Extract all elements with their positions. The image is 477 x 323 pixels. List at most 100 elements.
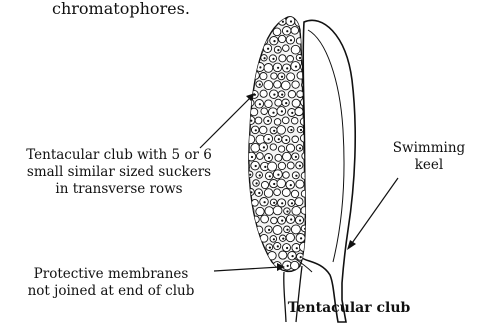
membranes-label-line-2: not joined at end of club [12, 283, 210, 300]
sucker-center [273, 130, 275, 132]
sucker [241, 72, 249, 80]
membranes-label-line-1: Protective membranes [12, 266, 210, 283]
sucker [292, 206, 301, 215]
sucker [277, 126, 286, 135]
sucker-center [292, 255, 294, 257]
sucker-center [254, 21, 256, 23]
sucker [259, 126, 267, 134]
sucker [247, 63, 254, 70]
sucker-center [281, 76, 283, 78]
sucker [246, 28, 254, 36]
sucker-center [295, 156, 297, 158]
club-label: Tentacular club with 5 or 6 small simila… [8, 147, 230, 198]
sucker [271, 73, 277, 79]
sucker-center [277, 174, 279, 176]
sucker [256, 207, 264, 215]
sucker-center [295, 66, 297, 68]
sucker [286, 144, 294, 152]
sucker [255, 226, 263, 234]
sucker [273, 226, 282, 235]
sucker [268, 252, 276, 260]
sucker [242, 181, 250, 189]
sucker-center [285, 139, 287, 141]
sucker [291, 27, 299, 35]
keel-label: Swimming keel [388, 140, 470, 174]
keel-arrowhead [347, 240, 356, 250]
sucker [278, 35, 285, 42]
sucker [296, 38, 302, 44]
membrane-pointer-arrow [214, 267, 280, 271]
sucker [260, 252, 267, 259]
sucker [264, 64, 273, 73]
sucker-center [245, 75, 247, 77]
sucker [282, 117, 289, 124]
sucker-center [290, 218, 292, 220]
sucker [243, 19, 250, 26]
sucker [260, 90, 267, 97]
sucker-center [264, 57, 266, 59]
sucker-center [300, 256, 302, 258]
sucker-center [255, 129, 257, 131]
sucker-center [263, 255, 265, 257]
sucker-center [259, 103, 261, 105]
sucker-center [282, 21, 284, 23]
sucker [270, 144, 276, 150]
sucker [248, 244, 255, 251]
sucker-center [263, 146, 265, 148]
sucker-center [299, 165, 301, 167]
sucker [297, 91, 304, 98]
sucker [261, 181, 268, 188]
sucker [248, 225, 254, 231]
sucker-center [290, 20, 292, 22]
sucker [253, 216, 260, 223]
sucker-center [251, 247, 253, 249]
sucker [291, 45, 300, 54]
sucker-center [245, 256, 247, 258]
sucker-center [272, 58, 274, 60]
sucker-center [299, 57, 301, 59]
sucker [269, 17, 277, 25]
sucker-center [287, 265, 289, 267]
sucker [257, 153, 264, 160]
sucker [282, 189, 290, 197]
sucker-center [251, 156, 253, 158]
sucker [241, 234, 250, 243]
sucker [242, 37, 250, 45]
sucker-center [249, 210, 251, 212]
sucker-center [268, 229, 270, 231]
sucker [242, 125, 251, 134]
sucker-center [245, 166, 247, 168]
sucker [251, 143, 260, 152]
sucker [254, 45, 263, 54]
sucker [251, 53, 259, 61]
sucker-center [264, 201, 266, 203]
sucker-center [269, 175, 271, 177]
sucker [242, 145, 249, 152]
sucker-center [259, 83, 261, 85]
sucker-center [291, 202, 293, 204]
sucker-center [290, 129, 292, 131]
figure-caption: Tentacular club [254, 300, 444, 317]
sucker [255, 117, 262, 124]
sucker [250, 108, 258, 116]
sucker-center [269, 247, 271, 249]
sucker-center [268, 138, 270, 140]
sucker [283, 152, 292, 161]
sucker [287, 73, 295, 81]
sucker [256, 27, 263, 34]
sucker [292, 136, 299, 143]
sucker-center [282, 238, 284, 240]
sucker-center [281, 220, 283, 222]
club-label-line-1: Tentacular club with 5 or 6 [8, 147, 230, 164]
sucker-center [245, 201, 247, 203]
sucker [274, 189, 281, 196]
sucker-center [277, 49, 279, 51]
sucker [292, 81, 299, 88]
sucker-center [250, 84, 252, 86]
keel-pointer-arrow [350, 178, 398, 246]
sucker-center [273, 202, 275, 204]
sucker-center [286, 30, 288, 32]
sucker-center [259, 30, 261, 32]
sucker [265, 207, 274, 216]
